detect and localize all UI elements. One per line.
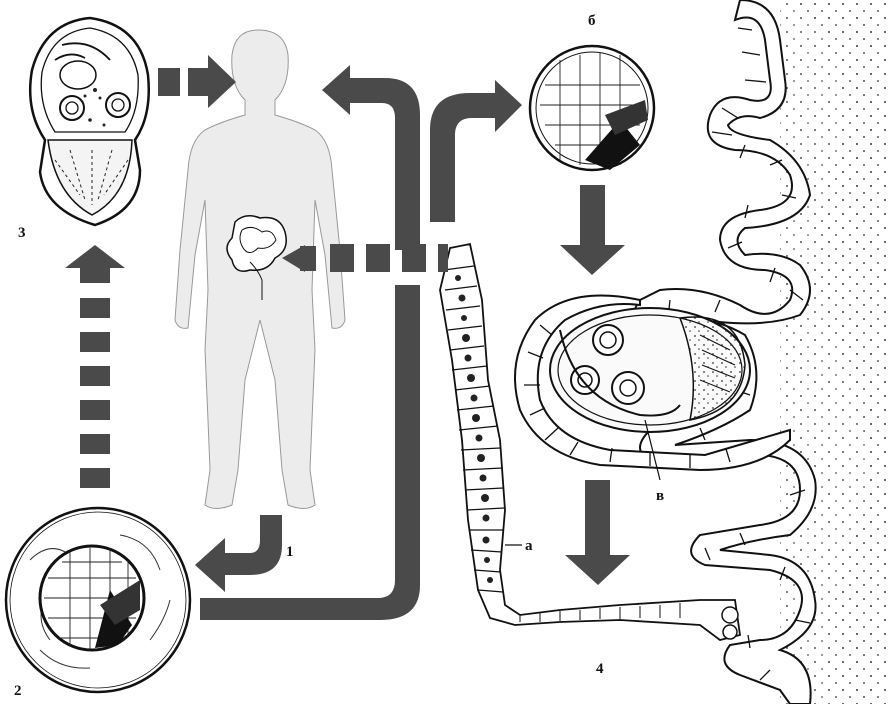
label-stage-3: 3 [18,226,26,241]
cysticercoid-larva [30,18,149,225]
label-a: а [525,539,533,554]
egg-with-embryo [6,508,190,692]
arrow-curve-to-embryo-top [430,80,522,222]
label-stage-1: 1 [286,545,294,560]
arrow-down-embryo-to-cyst [560,185,625,275]
label-stage-2: 2 [14,684,22,699]
dashed-arrow-egg-up [65,245,125,488]
arrow-curve-to-egg [195,515,282,592]
dashed-arrow-autoinfection [282,244,448,272]
label-stage-4: 4 [596,662,604,677]
label-b: б [588,14,596,29]
human-host-silhouette [175,30,345,509]
hexacanth-embryo-top [530,46,654,170]
dashed-arrow-cyst-to-human [158,55,236,108]
arrow-down-cyst-to-adult [565,480,630,585]
label-v: в [656,489,664,504]
